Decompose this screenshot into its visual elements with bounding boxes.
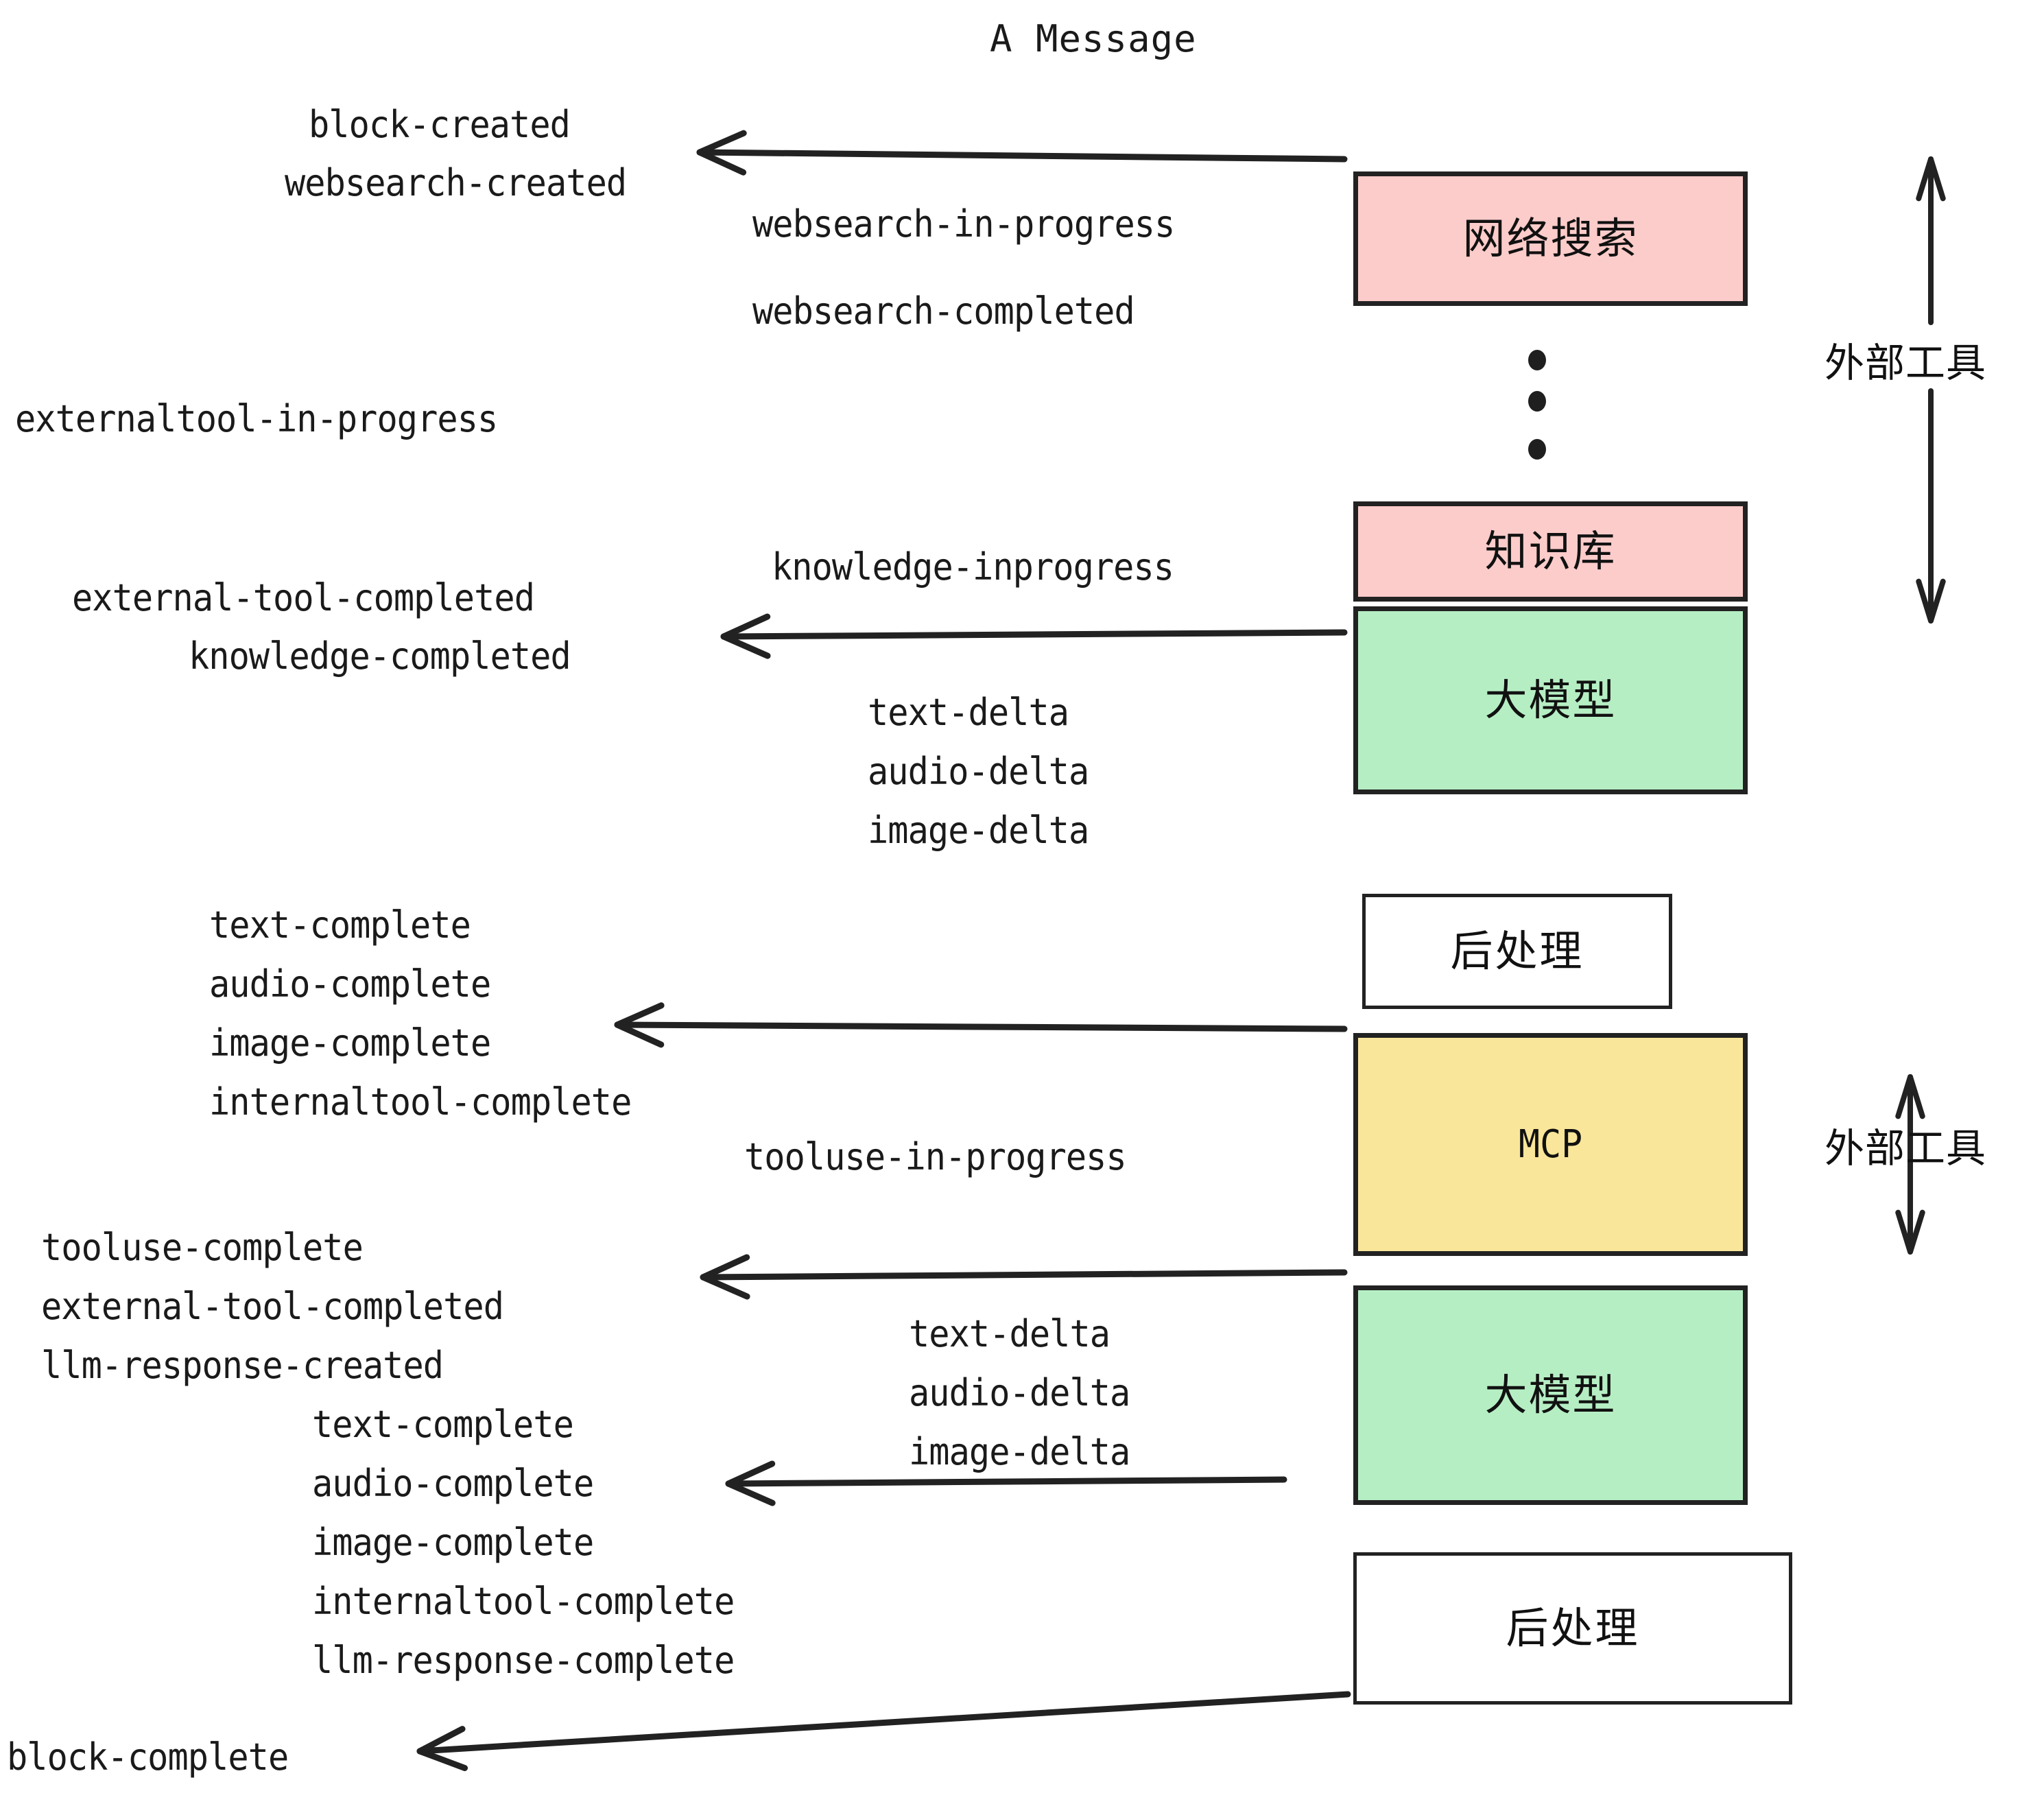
node-label-postprocess-2: 后处理 (1506, 1603, 1640, 1653)
arrow-mcp-to-labels-head (700, 1254, 750, 1300)
event-label-internaltool-complete-2: internaltool-complete (312, 1580, 735, 1623)
page-title: A Message (990, 17, 1197, 60)
event-label-websearch-in-progress: websearch-in-progress (752, 202, 1175, 246)
node-label-knowledge: 知识库 (1484, 526, 1617, 576)
event-label-text-complete-2: text-complete (312, 1403, 574, 1446)
event-label-knowledge-inprogress: knowledge-inprogress (772, 545, 1174, 589)
arrow-websearch-to-labels-head (696, 130, 747, 176)
node-label-postprocess-1: 后处理 (1450, 926, 1584, 976)
event-label-image-delta-1: image-delta (868, 809, 1089, 852)
arrow-postprocess1-to-labels-line (614, 1021, 1348, 1032)
arrow-websearch-to-labels-line (696, 149, 1348, 163)
external-tool-arrow-up-bottom-head (1895, 1074, 1925, 1119)
external-tool-arrow-up-top-head (1916, 156, 1946, 202)
node-label-llm-1: 大模型 (1484, 675, 1617, 725)
node-websearch: 网络搜索 (1353, 171, 1748, 306)
node-label-llm-2: 大模型 (1484, 1370, 1617, 1420)
event-label-image-complete-2: image-complete (312, 1521, 594, 1564)
arrow-knowledge-to-labels-head (720, 613, 771, 659)
event-label-tooluse-in-progress: tooluse-in-progress (744, 1135, 1127, 1178)
event-label-llm-response-created: llm-response-created (41, 1344, 444, 1387)
event-label-text-complete-1: text-complete (209, 903, 471, 947)
event-label-text-delta-2: text-delta (909, 1312, 1110, 1355)
event-label-externaltool-in-progress: externaltool-in-progress (15, 397, 498, 440)
external-tool-arrow-down-bottom-head (1895, 1209, 1925, 1255)
node-label-mcp: MCP (1518, 1121, 1583, 1167)
arrow-postprocess1-to-labels-head (614, 1002, 665, 1048)
event-label-audio-delta-1: audio-delta (868, 750, 1089, 793)
node-mcp: MCP (1353, 1033, 1748, 1256)
arrow-llm2-to-labels-line (725, 1476, 1287, 1487)
event-label-internaltool-complete-1: internaltool-complete (209, 1080, 632, 1124)
ellipsis-dot-3 (1528, 439, 1546, 460)
ellipsis-dot-2 (1528, 391, 1546, 412)
node-llm-1: 大模型 (1353, 606, 1748, 794)
event-label-external-tool-completed-1: external-tool-completed (72, 576, 535, 619)
event-label-block-created: block-created (309, 103, 571, 146)
event-label-tooluse-complete: tooluse-complete (41, 1226, 364, 1269)
event-label-block-complete: block-complete (7, 1735, 289, 1779)
event-label-image-delta-2: image-delta (909, 1430, 1130, 1473)
event-label-knowledge-completed: knowledge-completed (189, 634, 571, 678)
event-label-llm-response-complete: llm-response-complete (312, 1639, 735, 1682)
event-label-audio-complete-2: audio-complete (312, 1462, 594, 1505)
side-annotation-external-tool-top: 外部工具 (1825, 340, 1987, 386)
event-label-audio-complete-1: audio-complete (209, 962, 491, 1006)
event-label-audio-delta-2: audio-delta (909, 1371, 1130, 1414)
event-label-image-complete-1: image-complete (209, 1021, 491, 1065)
arrow-llm2-to-labels-head (725, 1460, 776, 1506)
event-label-websearch-completed: websearch-completed (752, 289, 1135, 333)
event-label-external-tool-completed-2: external-tool-completed (41, 1285, 504, 1328)
arrow-postprocess2-to-block-line (416, 1691, 1351, 1755)
side-annotation-external-tool-bottom: 外部工具 (1825, 1125, 1987, 1172)
arrow-mcp-to-labels-line (700, 1269, 1348, 1281)
node-knowledge: 知识库 (1353, 501, 1748, 602)
ellipsis-dot-1 (1528, 350, 1546, 370)
node-postprocess-1: 后处理 (1362, 894, 1672, 1009)
arrow-postprocess2-to-block-head (416, 1726, 468, 1772)
external-tool-arrow-down-top-head (1916, 578, 1946, 624)
node-postprocess-2: 后处理 (1353, 1552, 1792, 1705)
event-label-text-delta-1: text-delta (868, 691, 1069, 734)
arrow-knowledge-to-labels-line (720, 629, 1348, 640)
node-llm-2: 大模型 (1353, 1285, 1748, 1505)
node-label-websearch: 网络搜索 (1462, 213, 1639, 263)
event-label-websearch-created: websearch-created (285, 161, 627, 204)
